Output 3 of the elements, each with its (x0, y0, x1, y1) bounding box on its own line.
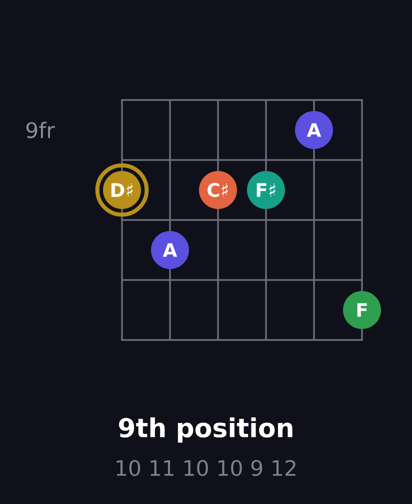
fret-label: 9fr (26, 122, 55, 138)
fingering-label: 10 11 10 10 9 12 (116, 460, 296, 476)
position-title: 9th position (119, 417, 292, 443)
